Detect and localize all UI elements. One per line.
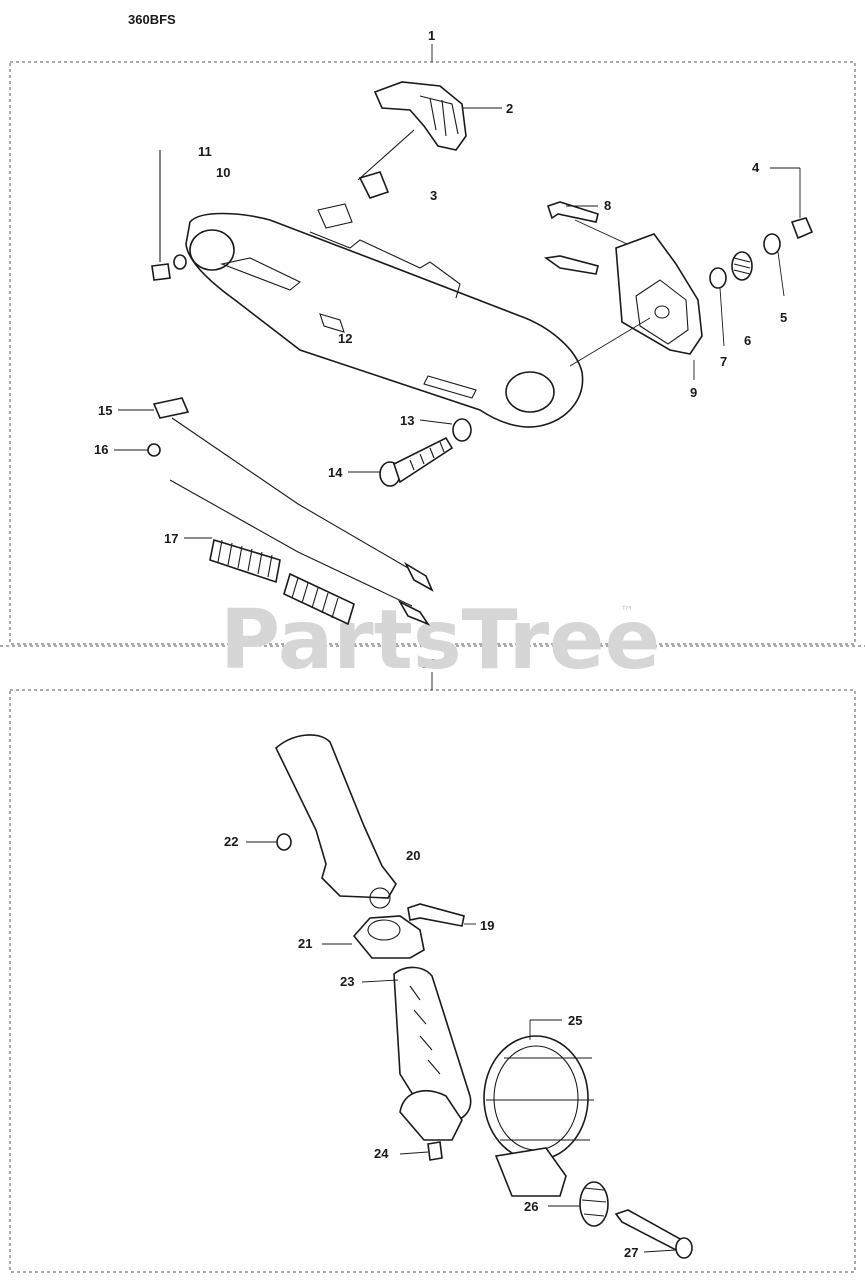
leader-5 [777, 251, 785, 297]
group-label-top: 1 [428, 28, 435, 43]
part-13-washer [452, 418, 472, 442]
part-27-bolt [614, 1209, 693, 1259]
callout-17: 17 [164, 531, 178, 546]
part-17-spring [209, 538, 355, 626]
callout-19: 19 [480, 918, 494, 933]
group-label-bottom: 18 [422, 656, 436, 671]
part-25-clamp-ring [483, 1035, 594, 1197]
part-19-screw [407, 903, 465, 927]
part-7-washer [709, 267, 727, 289]
part-16-cable [147, 417, 434, 626]
watermark: PartsTree [220, 593, 660, 688]
leader-23 [361, 979, 399, 983]
callout-2: 2 [506, 101, 513, 116]
model-title: 360BFS [128, 12, 176, 27]
part-21-clamp-top [352, 915, 425, 959]
callout-23: 23 [340, 974, 354, 989]
leader-13 [419, 419, 453, 425]
callout-22: 22 [224, 834, 238, 849]
callout-6: 6 [744, 333, 751, 348]
callout-14: 14 [328, 465, 343, 480]
watermark-trademark: ™ [620, 604, 634, 620]
callout-10: 10 [216, 165, 230, 180]
callout-8: 8 [604, 198, 611, 213]
callout-5: 5 [780, 310, 787, 325]
part-22-nut [276, 833, 292, 851]
leader-27 [643, 1249, 677, 1253]
callout-9: 9 [690, 385, 697, 400]
callout-12: 12 [338, 331, 352, 346]
callout-21: 21 [298, 936, 312, 951]
part-24-nut [427, 1141, 443, 1161]
callout-4: 4 [752, 160, 760, 175]
upper-assembly-frame [9, 61, 856, 645]
part-20-handle-grip [275, 734, 397, 909]
part-5-washer [763, 233, 781, 255]
callout-20: 20 [406, 848, 420, 863]
part-9-plate [569, 233, 703, 367]
callout-7: 7 [720, 354, 727, 369]
part-10-11-bolt-nut [151, 150, 187, 281]
callout-25: 25 [568, 1013, 582, 1028]
callout-27: 27 [624, 1245, 638, 1260]
callout-15: 15 [98, 403, 112, 418]
part-8-screws [543, 201, 641, 275]
part-23-tube [393, 966, 472, 1141]
callout-11: 11 [198, 144, 212, 159]
part-26-knob [579, 1181, 609, 1227]
callout-24: 24 [374, 1146, 389, 1161]
callout-16: 16 [94, 442, 108, 457]
part-4-nut [790, 217, 814, 240]
callout-26: 26 [524, 1199, 538, 1214]
part-15-connector [152, 397, 190, 419]
part-3-arm [185, 171, 584, 428]
callout-13: 13 [400, 413, 414, 428]
part-6-spring [731, 251, 753, 281]
leader-7 [719, 287, 725, 347]
lower-assembly-frame [9, 689, 856, 1273]
part-14-bolt [379, 436, 454, 487]
leader-24 [399, 1151, 429, 1155]
part-2-bracket [357, 81, 467, 181]
callout-3: 3 [430, 188, 437, 203]
